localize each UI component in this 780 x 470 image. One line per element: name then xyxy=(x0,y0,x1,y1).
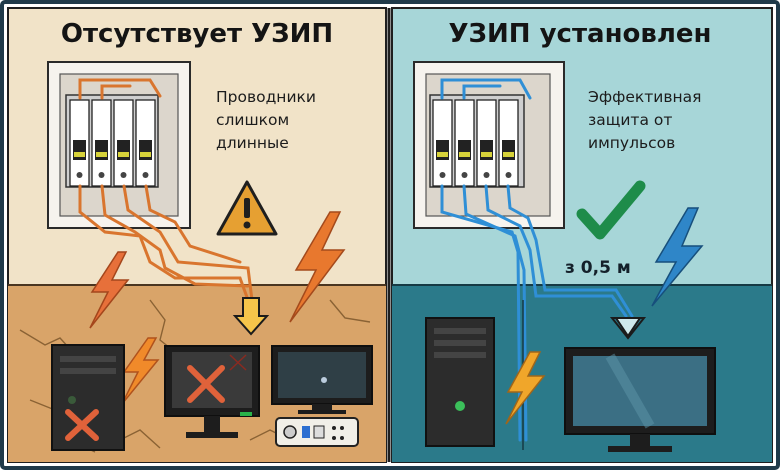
left-breakers xyxy=(69,99,156,187)
check-icon xyxy=(576,180,646,240)
left-note-line: слишком xyxy=(216,111,290,129)
right-short-wires xyxy=(440,78,634,442)
right-panel xyxy=(391,7,773,463)
left-note: Проводники слишком длинные xyxy=(216,86,366,155)
left-note-line: длинные xyxy=(216,134,289,152)
arrow-down-icon xyxy=(232,297,270,336)
left-monitor xyxy=(164,345,260,438)
left-pc-tower xyxy=(51,344,125,451)
left-long-wires xyxy=(78,78,254,302)
cross-icon xyxy=(65,409,99,441)
right-note-line: Эффективная xyxy=(588,88,702,106)
warning-icon xyxy=(216,180,278,236)
right-pc-tower xyxy=(425,317,495,447)
left-power-strip xyxy=(275,417,359,447)
left-panel xyxy=(7,7,387,463)
arrow-down-icon xyxy=(609,317,647,340)
lightning-icon xyxy=(89,211,346,405)
right-title: УЗИП установлен xyxy=(448,19,712,49)
distance-label: з 0,5 м xyxy=(565,258,631,278)
left-title: Отсутствует УЗИП xyxy=(60,19,334,49)
left-note-line: Проводники xyxy=(216,88,316,106)
cross-icon xyxy=(187,365,225,403)
left-tv xyxy=(271,345,373,414)
right-monitor xyxy=(564,347,716,452)
right-breakers xyxy=(432,99,519,187)
right-note: Эффективная защита от импульсов xyxy=(588,86,753,155)
right-note-line: защита от xyxy=(588,111,673,129)
right-note-line: импульсов xyxy=(588,134,676,152)
lightning-icon xyxy=(505,207,704,425)
